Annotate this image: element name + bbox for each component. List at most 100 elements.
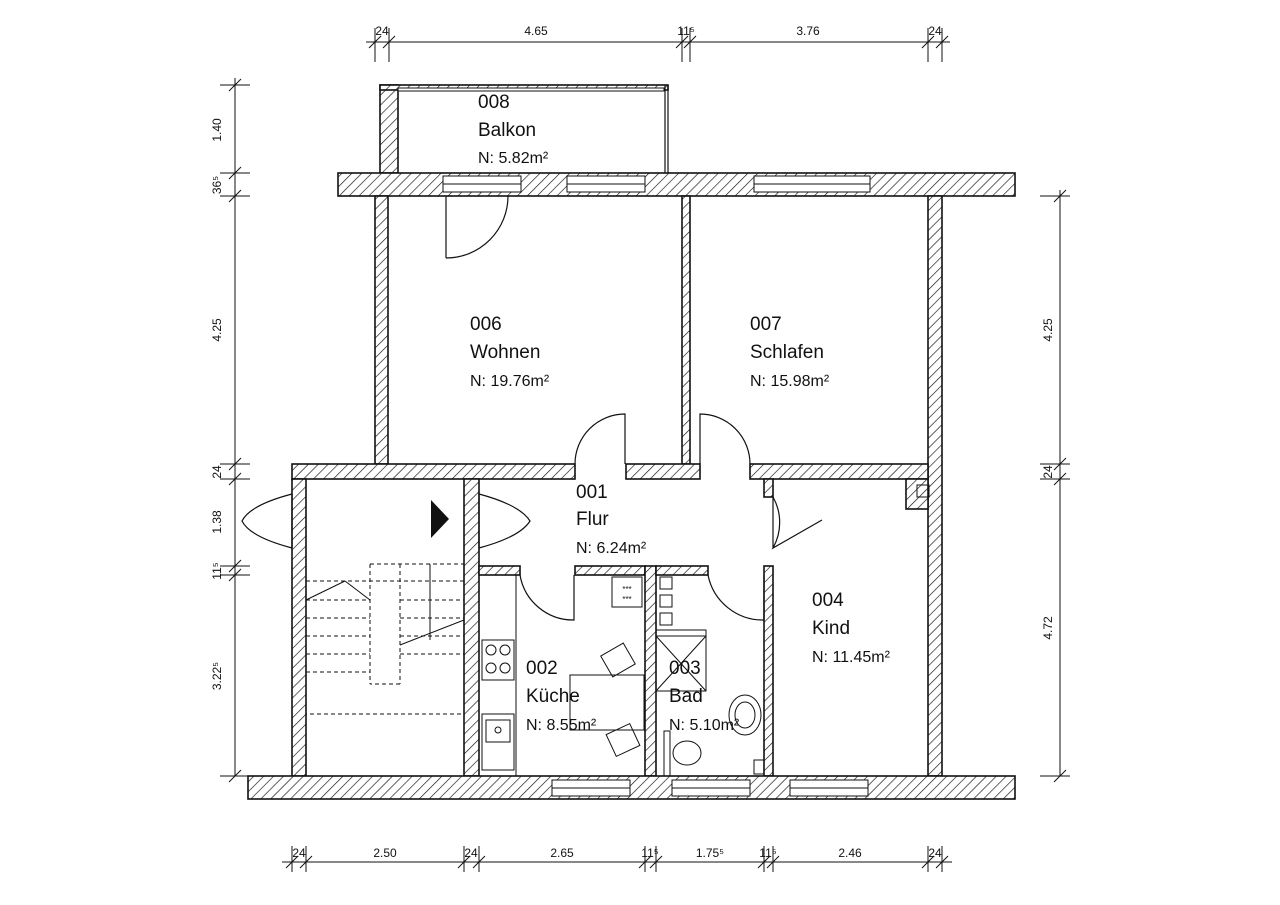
dim-label: 24 xyxy=(292,846,306,860)
entrance-arrow-icon xyxy=(431,500,449,538)
door-kind xyxy=(771,496,823,550)
wall-upper-exterior xyxy=(337,172,1016,197)
dim-label: 24 xyxy=(464,846,478,860)
room-kueche: 002 Küche N: 8.55m² xyxy=(526,658,597,734)
room-area: N: 8.55m² xyxy=(526,717,597,734)
room-number: 003 xyxy=(669,658,701,679)
dim-label: 2.50 xyxy=(373,846,397,860)
wall-middle xyxy=(291,463,576,480)
svg-text:***: *** xyxy=(622,585,631,594)
room-name: Kind xyxy=(812,618,850,639)
dim-label: 24 xyxy=(375,24,389,38)
dim-label: 11⁵ xyxy=(677,24,694,38)
wall-upper-left xyxy=(374,195,389,465)
dimension-top: 24 4.65 11⁵ 3.76 24 xyxy=(366,24,950,62)
room-wohnen: 006 Wohnen N: 19.76m² xyxy=(470,314,550,390)
chair-icon xyxy=(600,642,636,678)
svg-text:***: *** xyxy=(622,595,631,604)
dim-label: 24 xyxy=(1041,465,1055,479)
dim-label: 24 xyxy=(928,24,942,38)
fridge-icon xyxy=(611,576,643,608)
wall-kueche-bad xyxy=(644,565,657,777)
chimney-icon xyxy=(916,484,930,498)
wall-middle-2 xyxy=(625,463,701,480)
wall-bad-kind xyxy=(763,565,774,777)
toilet-icon xyxy=(672,740,702,766)
room-number: 006 xyxy=(470,314,502,335)
dim-label: 2.65 xyxy=(550,846,574,860)
wall-flur-bad xyxy=(655,565,709,576)
dim-label: 3.76 xyxy=(796,24,820,38)
room-area: N: 11.45m² xyxy=(812,649,891,666)
doors xyxy=(241,195,823,621)
dim-label: 11⁵ xyxy=(759,846,776,860)
dimension-left: 1.40 36⁵ 4.25 24 1.38 11⁵ 3.22⁵ xyxy=(210,78,250,783)
dim-label: 11⁵ xyxy=(210,562,224,579)
wall-wohnen-schlafen xyxy=(681,195,691,465)
dim-label: 24 xyxy=(210,465,224,479)
chair-icon xyxy=(605,722,641,758)
wall-flur-kueche-2 xyxy=(574,565,646,576)
room-flur: 001 Flur N: 6.24m² xyxy=(576,482,647,557)
wall-upper-right xyxy=(927,195,943,777)
dim-label: 3.22⁵ xyxy=(210,662,224,690)
stairs xyxy=(305,563,465,715)
door-kueche xyxy=(519,574,575,621)
balcony-wall-left xyxy=(379,84,399,174)
wall-flur-kueche xyxy=(478,565,521,576)
room-area: N: 19.76m² xyxy=(470,373,550,390)
dim-label: 1.40 xyxy=(210,118,224,142)
room-name: Flur xyxy=(576,509,609,530)
dim-label: 1.38 xyxy=(210,510,224,534)
door-bad xyxy=(707,574,765,621)
dim-label: 4.25 xyxy=(210,318,224,342)
table-icon xyxy=(569,674,645,731)
wall-stair-left xyxy=(291,478,307,777)
room-number: 001 xyxy=(576,482,608,503)
room-number: 004 xyxy=(812,590,844,611)
dim-label: 4.65 xyxy=(524,24,548,38)
dim-label: 36⁵ xyxy=(210,176,224,194)
dim-label: 4.72 xyxy=(1041,616,1055,640)
dim-label: 11⁵ xyxy=(641,846,658,860)
room-name: Bad xyxy=(669,686,703,707)
door-entrance xyxy=(478,493,531,549)
room-balkon: 008 Balkon N: 5.82m² xyxy=(478,92,549,167)
window-balkon-door xyxy=(397,87,665,92)
door-balkon xyxy=(445,195,509,259)
wall-stair-right xyxy=(463,478,480,777)
door-wohnen xyxy=(574,413,626,465)
windows xyxy=(397,87,871,797)
room-kind: 004 Kind N: 11.45m² xyxy=(812,590,891,666)
door-schlafen xyxy=(699,413,751,465)
dimension-right: 4.25 24 4.72 xyxy=(1040,189,1070,783)
room-number: 008 xyxy=(478,92,510,113)
room-name: Küche xyxy=(526,686,580,707)
room-number: 007 xyxy=(750,314,782,335)
room-name: Wohnen xyxy=(470,342,540,363)
room-number: 002 xyxy=(526,658,558,679)
washbasin-icon xyxy=(728,694,762,736)
dim-label: 2.46 xyxy=(838,846,862,860)
room-name: Schlafen xyxy=(750,342,824,363)
wall-middle-3 xyxy=(749,463,929,480)
room-area: N: 15.98m² xyxy=(750,373,830,390)
dim-label: 1.75⁵ xyxy=(696,846,724,860)
room-bad: 003 Bad N: 5.10m² xyxy=(669,658,740,734)
room-labels: 008 Balkon N: 5.82m² 006 Wohnen N: 19.76… xyxy=(470,92,891,734)
fixtures: *** *** xyxy=(478,484,930,777)
room-name: Balkon xyxy=(478,120,536,141)
wall-bottom-exterior xyxy=(247,775,1016,800)
room-area: N: 5.82m² xyxy=(478,150,549,167)
wall-flur-kind xyxy=(763,478,774,498)
room-schlafen: 007 Schlafen N: 15.98m² xyxy=(750,314,830,390)
dim-label: 24 xyxy=(928,846,942,860)
room-area: N: 6.24m² xyxy=(576,540,647,557)
dimension-bottom: 24 2.50 24 2.65 11⁵ 1.75⁵ 11⁵ 2.46 24 xyxy=(282,846,952,872)
sink-icon xyxy=(481,713,515,771)
room-area: N: 5.10m² xyxy=(669,717,740,734)
dim-label: 4.25 xyxy=(1041,318,1055,342)
stove-icon xyxy=(481,639,515,681)
door-stair-left xyxy=(241,493,293,549)
